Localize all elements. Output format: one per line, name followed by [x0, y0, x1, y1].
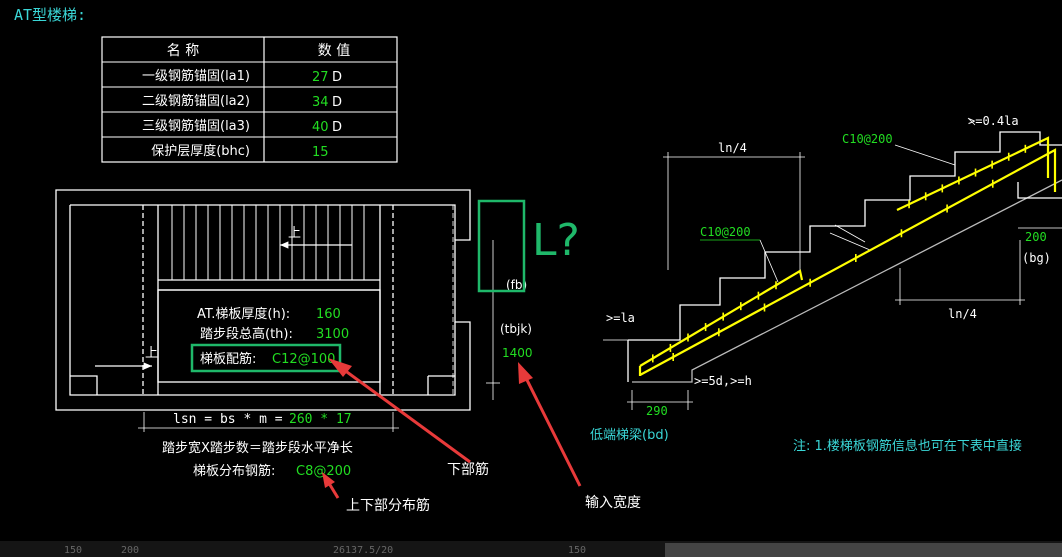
- page-title: AT型楼梯:: [14, 6, 86, 24]
- bg-value[interactable]: 200: [1025, 230, 1047, 244]
- anchor-top-label: >=0.4la: [968, 114, 1019, 128]
- handwritten-note: L?: [532, 215, 580, 266]
- bd-label: 低端梯梁(bd): [590, 428, 669, 443]
- ln4-left-label: ln/4: [718, 141, 747, 155]
- rebar-label: 梯板配筋:: [200, 351, 256, 367]
- table-row-name: 一级钢筋锚固(la1): [142, 68, 250, 84]
- table-row-value[interactable]: 40: [312, 120, 329, 135]
- stair-section: [627, 131, 1062, 383]
- thickness-label: AT.梯板厚度(h):: [197, 306, 290, 322]
- table-row-unit: D: [332, 70, 342, 85]
- bottom-bar-fragment: 150: [568, 545, 586, 556]
- table-row-unit: D: [332, 95, 342, 110]
- table-row-name: 二级钢筋锚固(la2): [142, 93, 250, 109]
- dist-rebar-value[interactable]: C8@200: [296, 464, 351, 479]
- table-row-value[interactable]: 27: [312, 70, 329, 85]
- thickness-value[interactable]: 160: [316, 307, 341, 322]
- up-label-lower: 上: [145, 346, 158, 361]
- bottom-bar-fragment: 150: [64, 545, 82, 556]
- table-header-name: 名 称: [167, 43, 199, 59]
- bottom-rebar-value[interactable]: C10@200: [700, 225, 751, 239]
- annotation-lower-rebar: 下部筋: [447, 461, 489, 478]
- dist-rebar-label: 梯板分布钢筋:: [193, 463, 275, 479]
- bg-label: (bg): [1022, 251, 1051, 265]
- bottom-bar-fragment: 26137.5/20: [333, 545, 393, 556]
- up-label: 上: [288, 226, 301, 241]
- rebar-highlight-box: [190, 343, 342, 373]
- table-header-value: 数 值: [318, 43, 350, 59]
- stair-plan: [55, 189, 471, 411]
- rebar-value[interactable]: C12@100: [272, 352, 335, 367]
- lsn-formula: lsn = bs * m =: [173, 412, 283, 427]
- table-row-unit: D: [332, 120, 342, 135]
- annotation-input-width: 输入宽度: [585, 494, 641, 511]
- top-rebar-value[interactable]: C10@200: [842, 132, 893, 146]
- bottom-bar-fragment: 200: [121, 545, 139, 556]
- anchor-left-label: >=la: [606, 311, 635, 325]
- lsn-value[interactable]: 260 * 17: [289, 412, 352, 427]
- table-row-value[interactable]: 15: [312, 145, 329, 160]
- height-label: 踏步段总高(th):: [200, 326, 293, 342]
- stair-treads: [171, 205, 365, 280]
- bottom-bar-panel: [665, 543, 1062, 557]
- fb-label: (fb): [506, 278, 527, 292]
- table-row-value[interactable]: 34: [312, 95, 329, 110]
- param-table: 名 称 数 值 一级钢筋锚固(la1) 27 D 二级钢筋锚固(la2) 34 …: [101, 36, 398, 163]
- section-note: 注: 1.楼梯板钢筋信息也可在下表中直接: [793, 438, 1022, 454]
- annotation-dist-rebar: 上下部分布筋: [346, 497, 430, 514]
- tbjk-value[interactable]: 1400: [502, 346, 533, 360]
- table-row-name: 三级钢筋锚固(la3): [142, 118, 250, 134]
- height-value[interactable]: 3100: [316, 327, 349, 342]
- anchor-bottom-label: >=5d,>=h: [694, 374, 752, 388]
- step-description: 踏步宽X踏步数＝踏步段水平净长: [162, 440, 353, 456]
- bd-value[interactable]: 290: [646, 404, 668, 418]
- width-highlight-box: [477, 199, 526, 293]
- ln4-right-label: ln/4: [948, 307, 977, 321]
- table-row-name: 保护层厚度(bhc): [151, 143, 250, 159]
- red-annotation-arrows: [322, 358, 582, 499]
- tbjk-label: (tbjk): [500, 322, 532, 336]
